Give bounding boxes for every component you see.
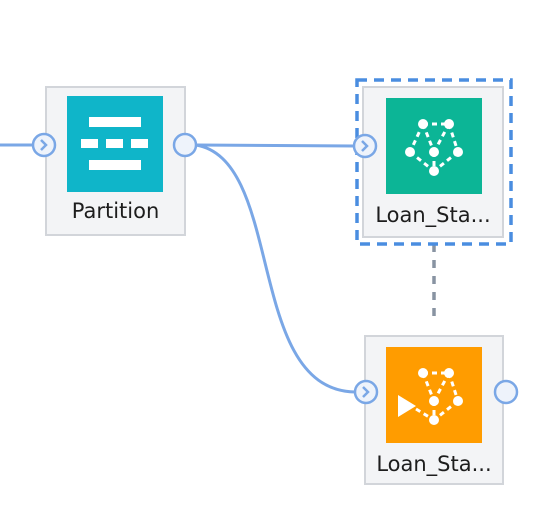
model-label-bottom: Loan_Sta... [376, 452, 492, 476]
partition-label: Partition [71, 199, 160, 223]
model-bottom-input-port[interactable] [352, 378, 380, 406]
selection-outline [355, 78, 513, 246]
model-network-icon [405, 119, 463, 176]
model-bottom-output-port[interactable] [491, 377, 521, 407]
model-play-icon [398, 368, 463, 425]
partition-tile [67, 96, 163, 192]
link-partition-to-top-model[interactable] [195, 143, 356, 148]
model-label-top: Loan_Sta... [375, 203, 491, 227]
chevron-right-icon [40, 139, 48, 151]
partition-output-port[interactable] [170, 130, 200, 160]
partition-input-port[interactable] [30, 131, 58, 159]
model-node-bottom[interactable]: Loan_Sta... [364, 335, 504, 485]
chevron-right-icon [361, 140, 369, 152]
partition-icon [81, 117, 148, 170]
partition-node[interactable]: Partition [45, 86, 186, 236]
model-tile-top [386, 98, 482, 194]
model-tile-bottom [386, 347, 482, 443]
chevron-right-icon [362, 386, 370, 398]
link-partition-to-bottom-model[interactable] [195, 143, 356, 394]
model-node-top[interactable]: Loan_Sta... [362, 86, 504, 238]
model-top-input-port[interactable] [351, 132, 379, 160]
